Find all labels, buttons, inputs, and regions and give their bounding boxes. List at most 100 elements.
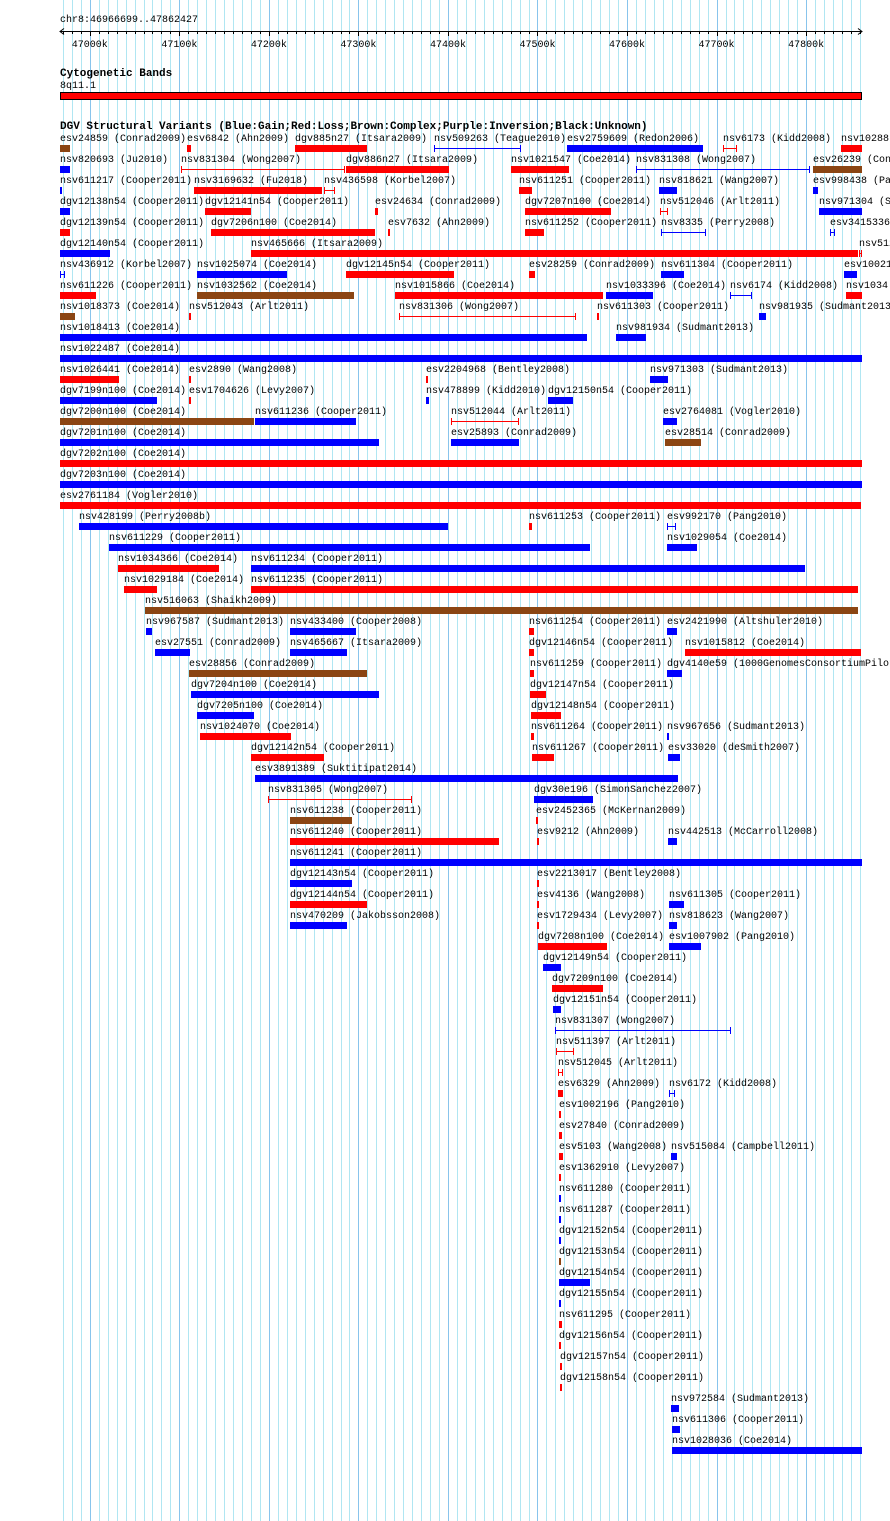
- variant-interval-gain[interactable]: [434, 145, 521, 152]
- variant-bar-gain[interactable]: [553, 1006, 561, 1013]
- variant-bar-loss[interactable]: [597, 313, 599, 320]
- variant-label[interactable]: esv25893 (Conrad2009): [451, 428, 578, 439]
- variant-label[interactable]: nsv1015866 (Coe2014): [395, 281, 516, 292]
- variant-label[interactable]: nsv512046 (Arlt2011): [660, 197, 781, 208]
- variant-label[interactable]: nsv516063 (Shaikh2009): [145, 596, 278, 607]
- variant-label[interactable]: nsv818621 (Wang2007): [659, 176, 780, 187]
- variant-label[interactable]: nsv442513 (McCarroll2008): [668, 827, 819, 838]
- variant-label[interactable]: nsv820693 (Ju2010): [60, 155, 169, 166]
- variant-label[interactable]: nsv611259 (Cooper2011): [530, 659, 663, 670]
- variant-bar-gain[interactable]: [844, 271, 857, 278]
- variant-bar-gain[interactable]: [251, 565, 805, 572]
- variant-bar-loss[interactable]: [388, 229, 390, 236]
- variant-label[interactable]: esv2759609 (Redon2006): [567, 134, 700, 145]
- variant-label[interactable]: nsv1018413 (Coe2014): [60, 323, 181, 334]
- variant-interval-loss[interactable]: [181, 166, 345, 173]
- variant-interval-loss[interactable]: [660, 208, 668, 215]
- variant-bar-gain[interactable]: [451, 439, 519, 446]
- variant-interval-loss[interactable]: [399, 313, 576, 320]
- variant-bar-loss[interactable]: [552, 985, 603, 992]
- variant-bar-loss[interactable]: [531, 712, 561, 719]
- variant-label[interactable]: dgv12153n54 (Cooper2011): [559, 1247, 704, 1258]
- variant-label[interactable]: dgv12158n54 (Cooper2011): [560, 1373, 705, 1384]
- variant-label[interactable]: nsv967656 (Sudmant2013): [667, 722, 806, 733]
- variant-label[interactable]: esv28514 (Conrad2009): [665, 428, 792, 439]
- variant-bar-gain[interactable]: [669, 901, 684, 908]
- variant-bar-gain[interactable]: [60, 397, 157, 404]
- variant-bar-gain[interactable]: [548, 397, 573, 404]
- variant-label[interactable]: nsv967587 (Sudmant2013): [146, 617, 285, 628]
- variant-bar-gain[interactable]: [559, 1216, 561, 1223]
- variant-bar-loss[interactable]: [560, 1363, 562, 1370]
- variant-label[interactable]: nsv611226 (Cooper2011): [60, 281, 193, 292]
- variant-bar-loss[interactable]: [559, 1132, 562, 1139]
- variant-bar-loss[interactable]: [559, 1174, 561, 1181]
- variant-label[interactable]: nsv831308 (Wong2007): [636, 155, 757, 166]
- variant-bar-gain[interactable]: [255, 418, 356, 425]
- variant-label[interactable]: nsv512: [859, 239, 890, 250]
- variant-bar-gain[interactable]: [60, 166, 70, 173]
- variant-bar-loss[interactable]: [511, 166, 569, 173]
- variant-label[interactable]: nsv611217 (Cooper2011): [60, 176, 193, 187]
- variant-bar-loss[interactable]: [60, 502, 861, 509]
- variant-label[interactable]: nsv3169632 (Fu2018): [194, 176, 309, 187]
- variant-bar-loss[interactable]: [559, 1111, 561, 1118]
- variant-label[interactable]: dgv12145n54 (Cooper2011): [346, 260, 491, 271]
- variant-bar-gain[interactable]: [659, 187, 677, 194]
- variant-bar-loss[interactable]: [558, 1090, 563, 1097]
- variant-label[interactable]: esv1704626 (Levy2007): [189, 386, 316, 397]
- variant-label[interactable]: nsv1021547 (Coe2014): [511, 155, 632, 166]
- variant-label[interactable]: nsv831307 (Wong2007): [555, 1016, 676, 1027]
- variant-bar-gain[interactable]: [671, 1153, 677, 1160]
- variant-label[interactable]: nsv611280 (Cooper2011): [559, 1184, 692, 1195]
- variant-bar-gain[interactable]: [191, 691, 379, 698]
- variant-bar-loss[interactable]: [295, 145, 367, 152]
- variant-label[interactable]: nsv10288: [841, 134, 890, 145]
- variant-bar-loss[interactable]: [559, 1321, 562, 1328]
- variant-bar-complex[interactable]: [145, 607, 858, 614]
- variant-label[interactable]: nsv981935 (Sudmant2013: [759, 302, 890, 313]
- variant-bar-loss[interactable]: [251, 586, 858, 593]
- variant-bar-loss[interactable]: [60, 229, 70, 236]
- variant-interval-gain[interactable]: [555, 1027, 731, 1034]
- variant-bar-complex[interactable]: [189, 670, 367, 677]
- variant-label[interactable]: esv6842 (Ahn2009): [187, 134, 290, 145]
- variant-label[interactable]: nsv515084 (Campbell2011): [671, 1142, 816, 1153]
- variant-label[interactable]: nsv6173 (Kidd2008): [723, 134, 832, 145]
- variant-label[interactable]: esv2452365 (McKernan2009): [536, 806, 687, 817]
- variant-label[interactable]: esv998438 (Pa: [813, 176, 890, 187]
- variant-label[interactable]: nsv831304 (Wong2007): [181, 155, 302, 166]
- variant-interval-gain[interactable]: [730, 292, 752, 299]
- variant-bar-loss[interactable]: [60, 460, 862, 467]
- variant-bar-gain[interactable]: [650, 376, 668, 383]
- variant-label[interactable]: nsv6174 (Kidd2008): [730, 281, 839, 292]
- variant-bar-gain[interactable]: [559, 1237, 561, 1244]
- variant-bar-loss[interactable]: [118, 565, 219, 572]
- variant-bar-loss[interactable]: [537, 838, 539, 845]
- variant-bar-gain[interactable]: [669, 943, 701, 950]
- variant-bar-gain[interactable]: [60, 208, 70, 215]
- variant-bar-loss[interactable]: [375, 208, 378, 215]
- variant-bar-gain[interactable]: [290, 649, 347, 656]
- variant-bar-complex[interactable]: [60, 145, 70, 152]
- variant-bar-loss[interactable]: [537, 901, 539, 908]
- variant-bar-loss[interactable]: [60, 292, 96, 299]
- variant-bar-loss[interactable]: [529, 271, 535, 278]
- variant-bar-gain[interactable]: [672, 1426, 680, 1433]
- variant-label[interactable]: esv2204968 (Bentley2008): [426, 365, 571, 376]
- variant-label[interactable]: esv24859 (Conrad2009): [60, 134, 187, 145]
- variant-label[interactable]: esv27551 (Conrad2009): [155, 638, 282, 649]
- variant-label[interactable]: nsv972584 (Sudmant2013): [671, 1394, 810, 1405]
- variant-label[interactable]: nsv428199 (Perry2008b): [79, 512, 212, 523]
- variant-label[interactable]: dgv12143n54 (Cooper2011): [290, 869, 435, 880]
- variant-label[interactable]: nsv611240 (Cooper2011): [290, 827, 423, 838]
- variant-label[interactable]: dgv12138n54 (Cooper2011): [60, 197, 205, 208]
- variant-bar-gain[interactable]: [290, 859, 862, 866]
- variant-label[interactable]: esv33020 (deSmith2007): [668, 743, 801, 754]
- variant-bar-gain[interactable]: [290, 922, 347, 929]
- variant-label[interactable]: esv10021: [844, 260, 890, 271]
- variant-bar-gain[interactable]: [155, 649, 190, 656]
- variant-label[interactable]: nsv1034: [846, 281, 889, 292]
- variant-bar-loss[interactable]: [346, 271, 454, 278]
- variant-bar-complex[interactable]: [290, 817, 352, 824]
